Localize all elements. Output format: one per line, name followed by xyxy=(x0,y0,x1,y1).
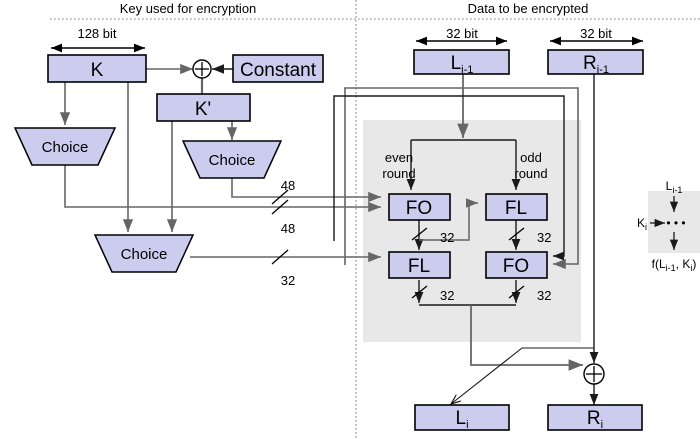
dim-128bit-label: 128 bit xyxy=(77,26,116,41)
bus-label-fo-odd: 32 xyxy=(537,288,551,303)
choice-1-label: Choice xyxy=(42,139,89,156)
input-left-label: Li-1 xyxy=(451,53,474,76)
wire-merge-to-xor xyxy=(470,305,583,371)
title-left: Key used for encryption xyxy=(120,1,257,16)
bus-label-48-top: 48 xyxy=(281,178,295,193)
bus-label-fl-odd: 32 xyxy=(537,230,551,245)
fl-odd-label: FL xyxy=(505,198,527,219)
bus-label-32-key: 32 xyxy=(281,273,295,288)
legend-output-label: f(Li-1, Ki) xyxy=(652,257,697,273)
output-right-label: Ri xyxy=(587,408,603,431)
key-box[interactable] xyxy=(47,54,147,83)
output-right-box[interactable] xyxy=(547,404,643,431)
dim-32bit-left-label: 32 bit xyxy=(446,26,478,41)
bus-label-fo-even: 32 xyxy=(440,230,454,245)
bus-slash-fl-odd xyxy=(508,227,525,241)
input-left-box[interactable] xyxy=(413,49,510,75)
input-right-label: Ri-1 xyxy=(583,53,609,76)
bus-slash-32-key xyxy=(271,249,289,265)
constant-box-label: Constant xyxy=(240,60,317,81)
odd-round-label-1: odd xyxy=(520,150,542,165)
even-round-label-1: even xyxy=(385,150,413,165)
wire-rinput-to-lout xyxy=(451,347,594,404)
choice-trapezoid-2[interactable] xyxy=(181,140,283,179)
legend-key-label: Ki xyxy=(637,216,647,232)
bus-slash-fl-even xyxy=(411,285,428,299)
kprime-box[interactable] xyxy=(156,93,251,122)
odd-round-label-2: round xyxy=(514,166,547,181)
fl-odd-box[interactable] xyxy=(485,193,548,221)
key-box-label: K xyxy=(91,60,104,81)
dim-32bit-right-label: 32 bit xyxy=(580,26,612,41)
fo-odd-box[interactable] xyxy=(485,251,548,279)
fl-even-box[interactable] xyxy=(388,251,451,279)
wire-choice2-to-fo xyxy=(231,178,381,203)
output-left-box[interactable] xyxy=(414,404,510,431)
even-round-label-2: round xyxy=(382,166,415,181)
fo-odd-label: FO xyxy=(503,256,529,277)
wire-feedback-inner xyxy=(333,95,565,261)
fo-even-label: FO xyxy=(406,198,432,219)
title-right: Data to be encrypted xyxy=(468,1,589,16)
wire-feedback-outer xyxy=(344,87,579,270)
choice-2-label: Choice xyxy=(209,152,256,169)
bus-slash-48-lower xyxy=(271,199,289,215)
bus-label-48-bottom: 48 xyxy=(281,221,295,236)
bus-slash-fo-even xyxy=(411,227,428,241)
choice-3-label: Choice xyxy=(121,246,168,263)
bus-slash-fo-odd xyxy=(508,285,525,299)
kprime-box-label: K' xyxy=(195,99,211,120)
input-right-box[interactable] xyxy=(547,49,644,75)
constant-box[interactable] xyxy=(232,54,324,83)
legend-body-glyph: • • • xyxy=(666,216,685,230)
wire-choice1-to-fo xyxy=(64,165,381,213)
bus-slash-48-upper xyxy=(271,189,289,205)
output-left-label: Li xyxy=(455,408,468,431)
fl-even-label: FL xyxy=(408,256,430,277)
bus-label-fl-even: 32 xyxy=(440,288,454,303)
legend-input-label: Li-1 xyxy=(666,179,683,195)
choice-trapezoid-1[interactable] xyxy=(13,127,117,166)
fo-even-box[interactable] xyxy=(388,193,451,221)
choice-trapezoid-3[interactable] xyxy=(93,234,195,273)
wire-fo-even-to-fl-odd xyxy=(419,198,478,241)
